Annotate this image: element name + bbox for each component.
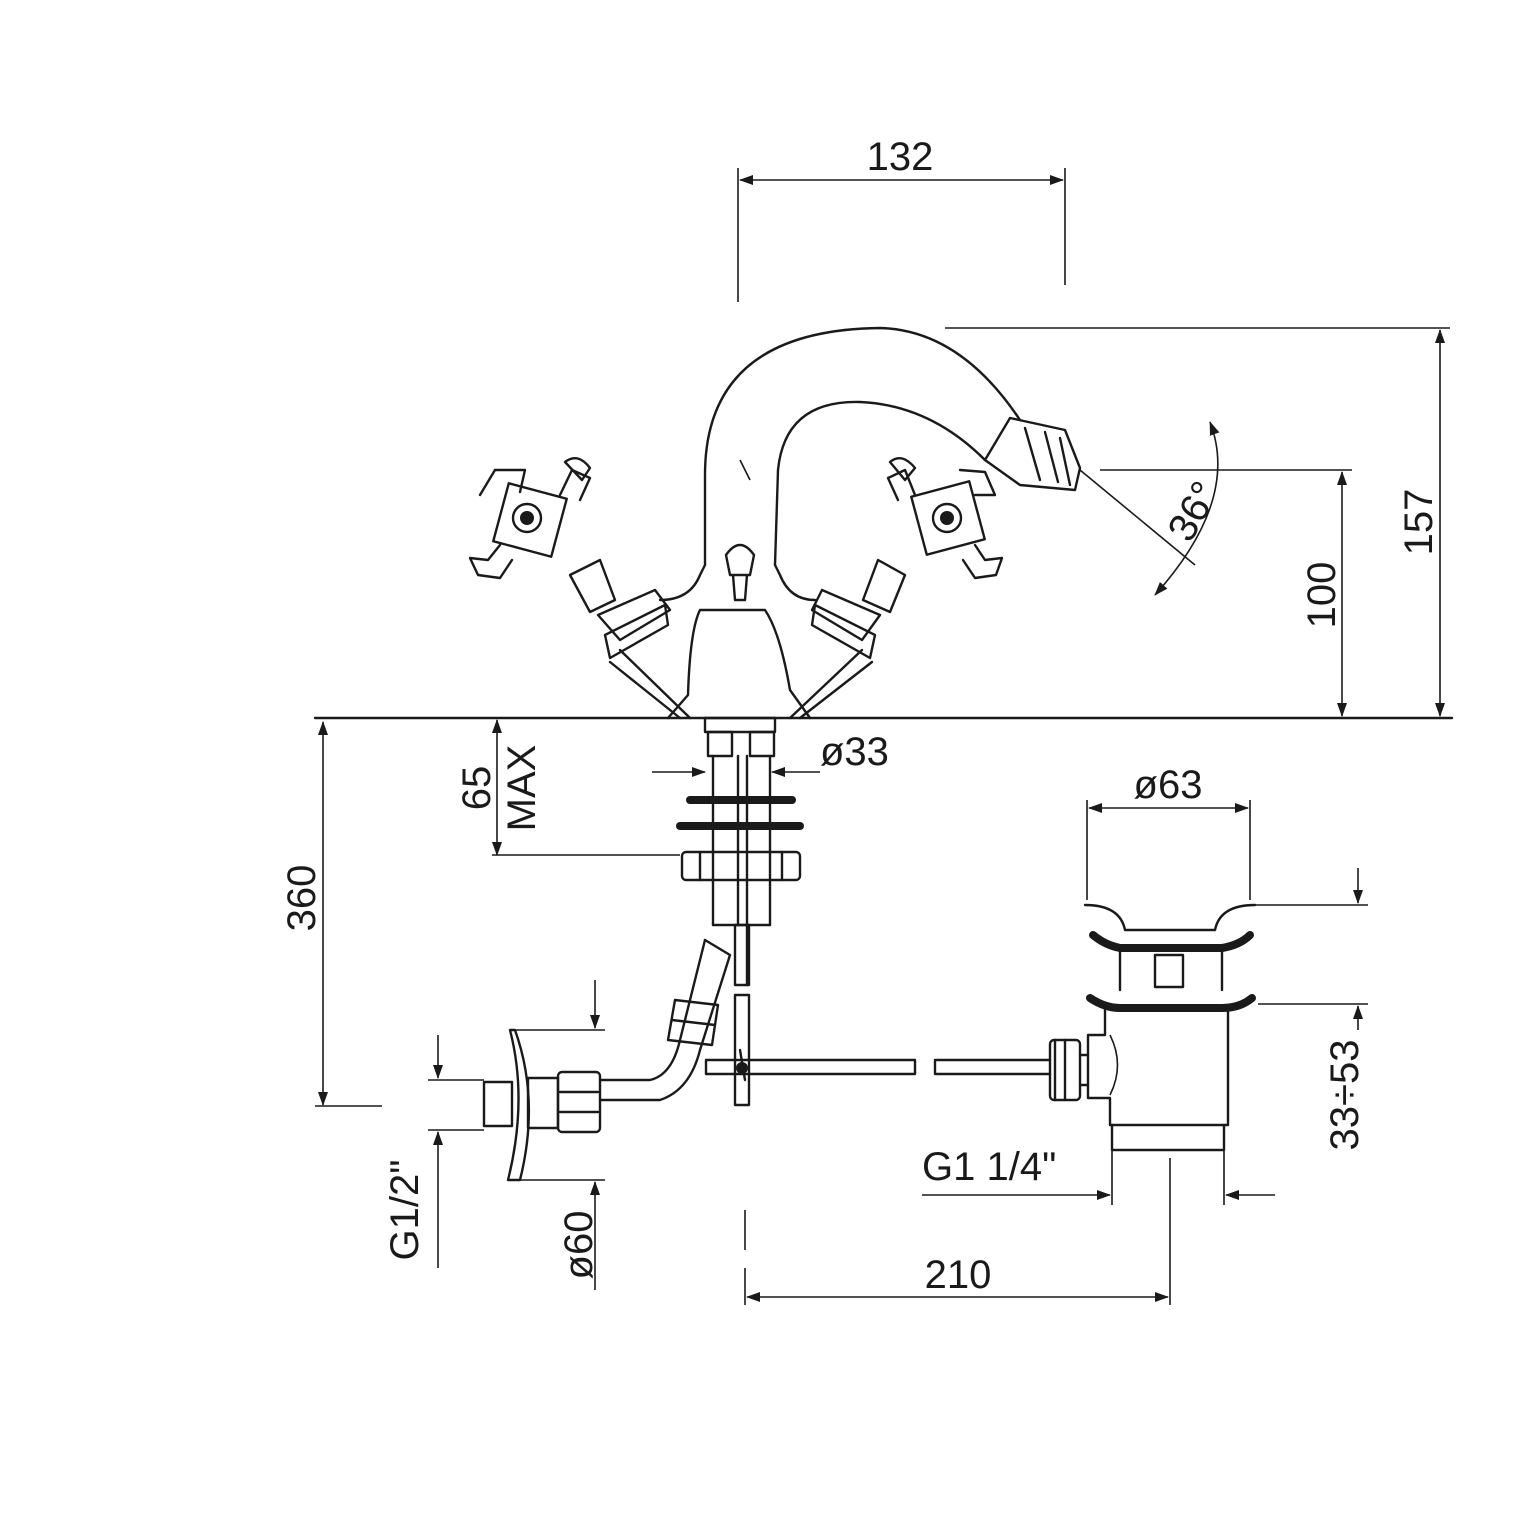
popup-waste: [1048, 903, 1257, 1152]
label-waste-offset: 210: [925, 1253, 992, 1297]
left-valve-body: [608, 648, 692, 720]
dim-total-height: 157: [945, 327, 1450, 717]
dim-spout-height: 100: [1100, 469, 1352, 717]
faucet-body: [313, 543, 1454, 720]
dim-waste-adjust: 33÷53: [1255, 868, 1368, 1150]
waste-body: [1086, 1008, 1230, 1127]
dim-spout-angle: 36°: [1079, 421, 1228, 596]
label-spout-angle: 36°: [1160, 474, 1228, 548]
dim-spout-reach: 132: [737, 135, 1066, 302]
label-supply-thread: G1/2": [383, 1160, 427, 1261]
waste-cap: [1083, 903, 1257, 932]
shank-nut-left: [706, 730, 734, 758]
left-handle[interactable]: [468, 456, 692, 720]
label-spout-reach: 132: [867, 135, 934, 179]
waste-flange-2: [1086, 994, 1256, 1012]
label-spout-height: 100: [1300, 562, 1344, 629]
linkage-rod-right: [933, 1058, 1052, 1076]
label-escutcheon-diameter: ø60: [557, 1211, 601, 1280]
dim-shank-diameter: ø33: [652, 730, 889, 777]
left-arm-bottom: [468, 543, 514, 580]
dim-escutcheon-diameter: ø60: [515, 980, 605, 1290]
lock-nut: [680, 850, 802, 882]
shank-nut-right: [748, 730, 776, 758]
label-total-height: 157: [1397, 489, 1441, 556]
right-valve-body: [788, 648, 874, 720]
faucet-base: [666, 608, 812, 720]
supply-hose: [482, 938, 732, 1182]
left-handle-block: [492, 482, 568, 558]
label-waste-thread: G1 1/4": [922, 1145, 1056, 1189]
label-shank-diameter: ø33: [820, 730, 889, 774]
popup-rod-lower: [733, 993, 751, 1107]
nozzle: [983, 416, 1082, 492]
linkage-rod-left: [704, 1058, 917, 1076]
popup-rod-upper: [733, 923, 751, 987]
label-waste-adjust: 33÷53: [1323, 1040, 1367, 1151]
spout-inner: [773, 400, 987, 567]
waste-flange-1: [1089, 931, 1254, 952]
label-deck-thickness: 65: [455, 766, 499, 811]
dim-waste-thread: G1 1/4": [922, 1145, 1275, 1205]
shank-assembly: [676, 716, 1052, 1107]
right-handle-block: [910, 480, 986, 556]
right-arm-top: [886, 468, 917, 502]
dim-supply-thread: G1/2": [383, 1035, 484, 1268]
label-waste-diameter: ø63: [1134, 763, 1203, 807]
right-crystal: [958, 468, 997, 497]
right-arm-bottom: [961, 543, 1004, 580]
left-arm-top: [558, 468, 592, 502]
spout-outer: [703, 326, 1022, 567]
hose-nut: [666, 998, 720, 1047]
compression-nut: [556, 1070, 602, 1134]
dim-waste-offset: 210: [744, 1158, 1171, 1305]
center-knob: [724, 543, 756, 602]
left-crystal: [478, 468, 527, 497]
escutcheon: [506, 1028, 531, 1182]
spout: [703, 326, 1082, 567]
dim-waste-diameter: ø63: [1086, 763, 1251, 900]
dim-deck-thickness: 65 MAX: [455, 719, 680, 856]
label-supply-length: 360: [280, 865, 324, 932]
label-deck-thickness-unit: MAX: [500, 745, 544, 832]
right-handle[interactable]: [788, 456, 1004, 720]
dim-supply-length: 360: [280, 721, 382, 1107]
